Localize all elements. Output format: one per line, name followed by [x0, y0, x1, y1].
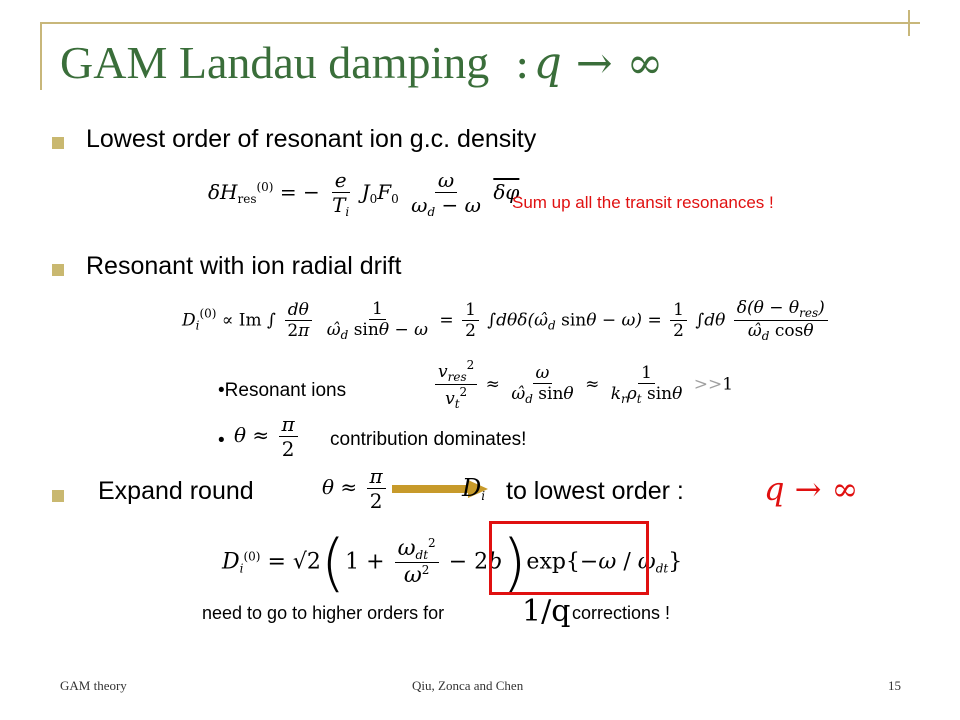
title-text: GAM Landau damping — [60, 37, 490, 88]
frame-left-line — [40, 22, 42, 90]
note-higher-orders-prefix: need to go to higher orders for — [202, 603, 445, 623]
bullet-text-3-prefix: Expand round — [98, 477, 254, 505]
note-transit-resonances: Sum up all the transit resonances ! — [512, 193, 774, 212]
sub-bullet-contribution-text: contribution dominates! — [330, 429, 527, 450]
note-higher-orders-math: 1/q — [522, 594, 571, 629]
footer-left: GAM theory — [60, 678, 127, 693]
bullet-marker-1 — [52, 137, 64, 149]
sub-bullet-dot: • — [218, 380, 225, 401]
frame-top-line — [40, 22, 920, 24]
title-math: :q → ∞ — [514, 38, 664, 89]
bullet-text-1: Lowest order of resonant ion g.c. densit… — [86, 125, 537, 153]
footer-center: Qiu, Zonca and Chen — [412, 678, 524, 693]
bullet-marker-3 — [52, 490, 64, 502]
note-higher-orders-suffix: corrections ! — [572, 603, 671, 623]
footer-page-number: 15 — [888, 678, 901, 693]
slide-title: GAM Landau damping :q → ∞ — [60, 36, 663, 89]
equation-di-symbol: Di — [462, 474, 486, 503]
arrow-right-icon — [392, 480, 488, 498]
bullet-text-3-middle: to lowest order : — [506, 477, 684, 505]
frame-corner-tick — [908, 10, 910, 36]
highlight-box-exponential — [489, 521, 649, 595]
bullet-marker-2 — [52, 264, 64, 276]
bullet-3-math: q → ∞ — [764, 470, 859, 508]
sub-bullet-resonant-ions: •Resonant ions — [218, 380, 347, 401]
sub-bullet-theta-dot: • — [218, 430, 225, 451]
bullet-text-2: Resonant with ion radial drift — [86, 252, 402, 280]
